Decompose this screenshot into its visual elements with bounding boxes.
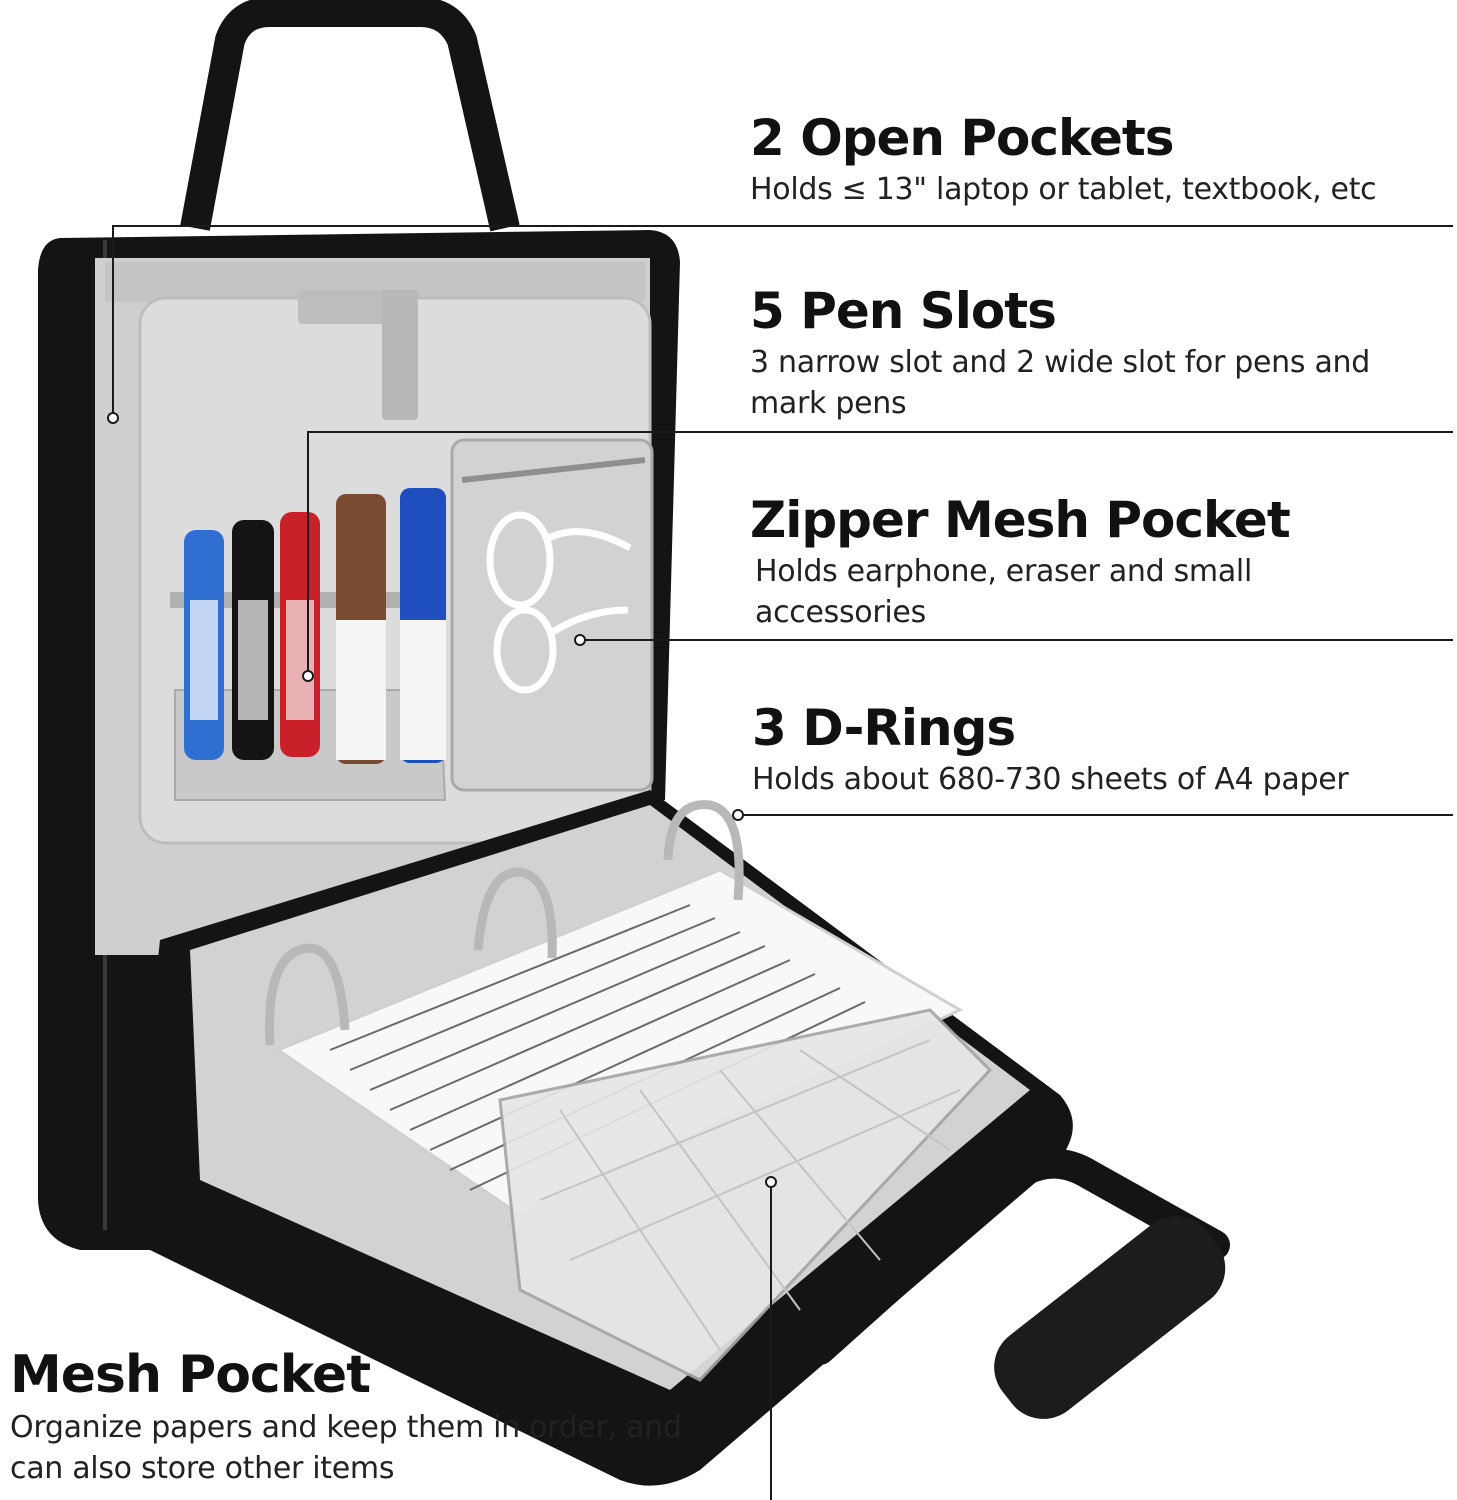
top-handle: [180, 0, 520, 232]
d-ring-icon: [265, 800, 744, 1046]
leader-lines: [112, 225, 1453, 1500]
callout-title: Mesh Pocket: [10, 1345, 371, 1405]
handle-grip: [994, 1216, 1226, 1419]
callout-desc: Organize papers and keep them in order, …: [10, 1409, 682, 1486]
front-handle: [805, 1148, 1230, 1365]
mesh-pattern: [539, 1039, 961, 1351]
callout-pen-slots: 5 Pen Slots 3 narrow slot and 2 wide slo…: [750, 285, 1450, 424]
callout-title: 5 Pen Slots: [750, 282, 1057, 340]
leader-dots: [107, 412, 777, 1188]
zipper-mesh-pocket: [450, 438, 654, 792]
mesh-pocket: [498, 1008, 993, 1382]
callout-desc: Holds earphone, eraser and small accesso…: [755, 553, 1253, 630]
callout-zipper-mesh-pocket: Zipper Mesh Pocket Holds earphone, erase…: [750, 494, 1430, 633]
pen-icon: [184, 488, 446, 764]
callout-open-pockets: 2 Open Pockets Holds ≤ 13" laptop or tab…: [750, 112, 1450, 210]
callout-title: 3 D-Rings: [752, 699, 1016, 757]
cable-icon: [486, 511, 632, 694]
callout-desc: Holds ≤ 13" laptop or tablet, textbook, …: [750, 171, 1377, 207]
paper-stack: [274, 868, 964, 1217]
mesh-zipper: [461, 457, 646, 483]
callout-title: 2 Open Pockets: [750, 109, 1175, 167]
callout-desc: 3 narrow slot and 2 wide slot for pens a…: [750, 344, 1370, 421]
callout-d-rings: 3 D-Rings Holds about 680-730 sheets of …: [752, 702, 1452, 800]
callout-title: Zipper Mesh Pocket: [750, 491, 1291, 549]
velcro-tab: [382, 290, 418, 420]
callout-mesh-pocket: Mesh Pocket Organize papers and keep the…: [10, 1348, 730, 1489]
callout-desc: Holds about 680-730 sheets of A4 paper: [752, 761, 1349, 797]
